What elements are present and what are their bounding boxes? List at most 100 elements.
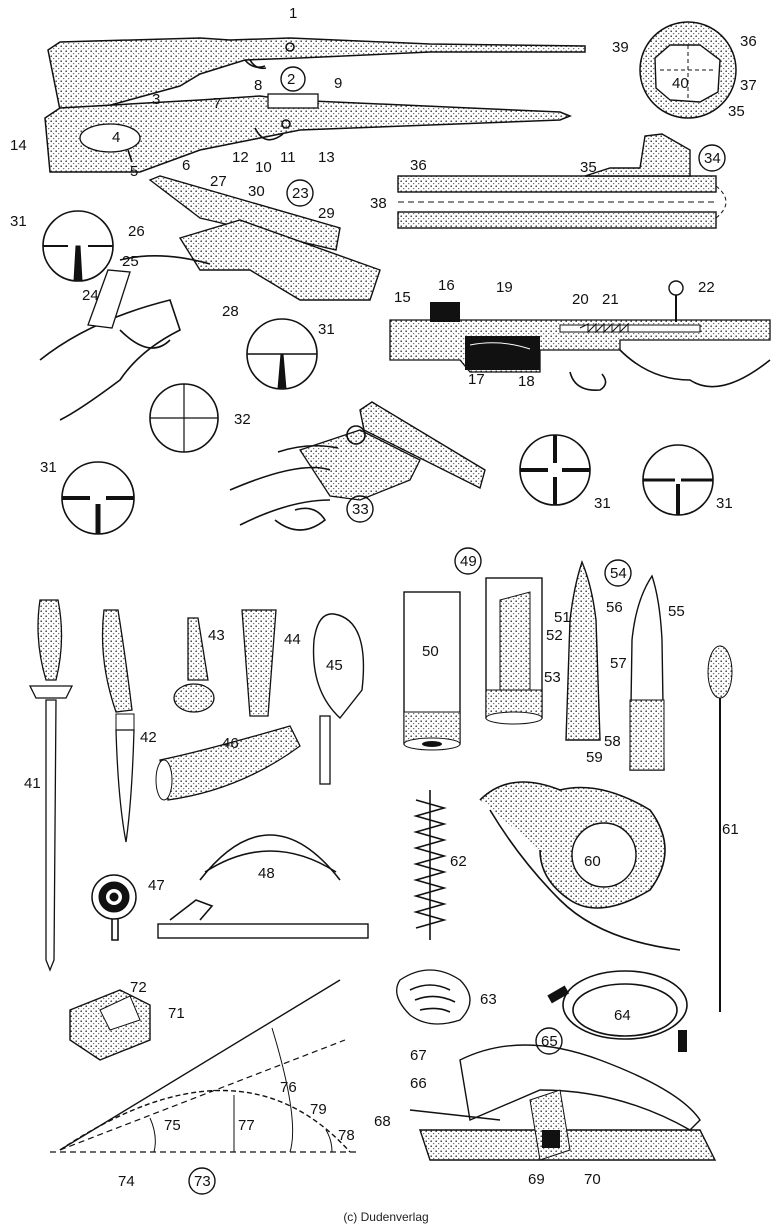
label-10: 10 <box>255 159 272 176</box>
label-45: 45 <box>326 657 343 674</box>
label-24: 24 <box>82 287 99 304</box>
label-31c: 31 <box>40 459 57 476</box>
label-6: 6 <box>182 157 190 174</box>
bore-brush <box>413 790 447 940</box>
label-42: 42 <box>140 729 157 746</box>
label-28: 28 <box>222 303 239 320</box>
label-31d: 31 <box>594 495 611 512</box>
reticle-31-a <box>42 210 114 282</box>
shotgun-shell <box>403 591 461 751</box>
label-50: 50 <box>422 643 439 660</box>
label-37: 37 <box>740 77 757 94</box>
label-11: 11 <box>280 149 296 166</box>
label-20: 20 <box>572 291 589 308</box>
reticle-31-d <box>519 434 591 506</box>
label-65: 65 <box>541 1033 558 1050</box>
label-61: 61 <box>722 821 739 838</box>
reticle-32 <box>149 383 219 453</box>
label-19: 19 <box>496 279 513 296</box>
label-55: 55 <box>668 603 685 620</box>
label-34: 34 <box>704 150 721 167</box>
label-52: 52 <box>546 627 563 644</box>
label-67: 67 <box>410 1047 427 1064</box>
trap <box>157 834 369 939</box>
powder-horn <box>155 725 301 801</box>
label-29: 29 <box>318 205 335 222</box>
label-69: 69 <box>528 1171 545 1188</box>
hunting-knife <box>101 609 135 843</box>
labels: 1 2 3 4 5 6 7 8 9 10 11 12 13 14 15 16 1… <box>10 5 757 1190</box>
label-46: 46 <box>222 735 239 752</box>
label-44: 44 <box>284 631 301 648</box>
label-31b: 31 <box>318 321 335 338</box>
shotgun-break-action <box>229 401 486 531</box>
label-79: 79 <box>310 1101 327 1118</box>
label-23: 23 <box>292 185 309 202</box>
label-70: 70 <box>584 1171 601 1188</box>
label-13: 13 <box>318 149 335 166</box>
label-36a: 36 <box>740 33 757 50</box>
gun-cleaning-cradle <box>409 1044 717 1161</box>
label-14: 14 <box>10 137 27 154</box>
shotgun-shell-section <box>485 577 543 725</box>
pull-through-cord <box>547 970 688 1052</box>
barrel-bore-section <box>397 21 737 229</box>
label-57: 57 <box>610 655 627 672</box>
label-43: 43 <box>208 627 225 644</box>
rifle-cartridge <box>629 574 665 771</box>
label-41: 41 <box>24 775 41 792</box>
reticle-31-b <box>246 318 318 390</box>
label-78: 78 <box>338 1127 355 1144</box>
target-disc <box>91 874 137 941</box>
label-72: 72 <box>130 979 147 996</box>
label-1: 1 <box>289 5 297 22</box>
label-60: 60 <box>584 853 601 870</box>
label-58: 58 <box>604 733 621 750</box>
hunting-hanger-knife <box>28 599 74 972</box>
hunting-horn <box>479 781 681 951</box>
label-74: 74 <box>118 1173 135 1190</box>
circled-number-rings <box>188 66 726 1195</box>
bolt-action-section <box>389 280 771 391</box>
label-33: 33 <box>352 501 369 518</box>
label-27: 27 <box>210 173 227 190</box>
label-47: 47 <box>148 877 165 894</box>
label-39: 39 <box>612 39 629 56</box>
label-51: 51 <box>554 609 571 626</box>
label-76: 76 <box>280 1079 297 1096</box>
label-64: 64 <box>614 1007 631 1024</box>
label-35a: 35 <box>728 103 745 120</box>
label-59: 59 <box>586 749 603 766</box>
label-25: 25 <box>122 253 139 270</box>
label-49: 49 <box>460 553 477 570</box>
label-31e: 31 <box>716 495 733 512</box>
label-30: 30 <box>248 183 265 200</box>
label-54: 54 <box>610 565 627 582</box>
label-17: 17 <box>468 371 485 388</box>
label-36b: 36 <box>410 157 427 174</box>
label-68: 68 <box>374 1113 391 1130</box>
rifle-repeating <box>44 93 573 173</box>
label-9: 9 <box>334 75 342 92</box>
rifle-with-scope <box>39 175 381 421</box>
label-18: 18 <box>518 373 535 390</box>
label-56: 56 <box>606 599 623 616</box>
label-35b: 35 <box>580 159 597 176</box>
label-75: 75 <box>164 1117 181 1134</box>
label-53: 53 <box>544 669 561 686</box>
label-66: 66 <box>410 1075 427 1092</box>
label-5: 5 <box>130 163 138 180</box>
rifle-cartridge-section <box>565 560 601 741</box>
label-38: 38 <box>370 195 387 212</box>
label-7: 7 <box>213 95 221 112</box>
cleaning-tow <box>396 969 471 1025</box>
label-8: 8 <box>254 77 262 94</box>
cleaning-rod <box>707 645 733 1012</box>
decoy-call-45 <box>312 613 365 785</box>
label-22: 22 <box>698 279 715 296</box>
label-48: 48 <box>258 865 275 882</box>
decoy-call-44 <box>241 609 277 717</box>
label-4: 4 <box>112 129 120 146</box>
label-2: 2 <box>287 71 295 88</box>
